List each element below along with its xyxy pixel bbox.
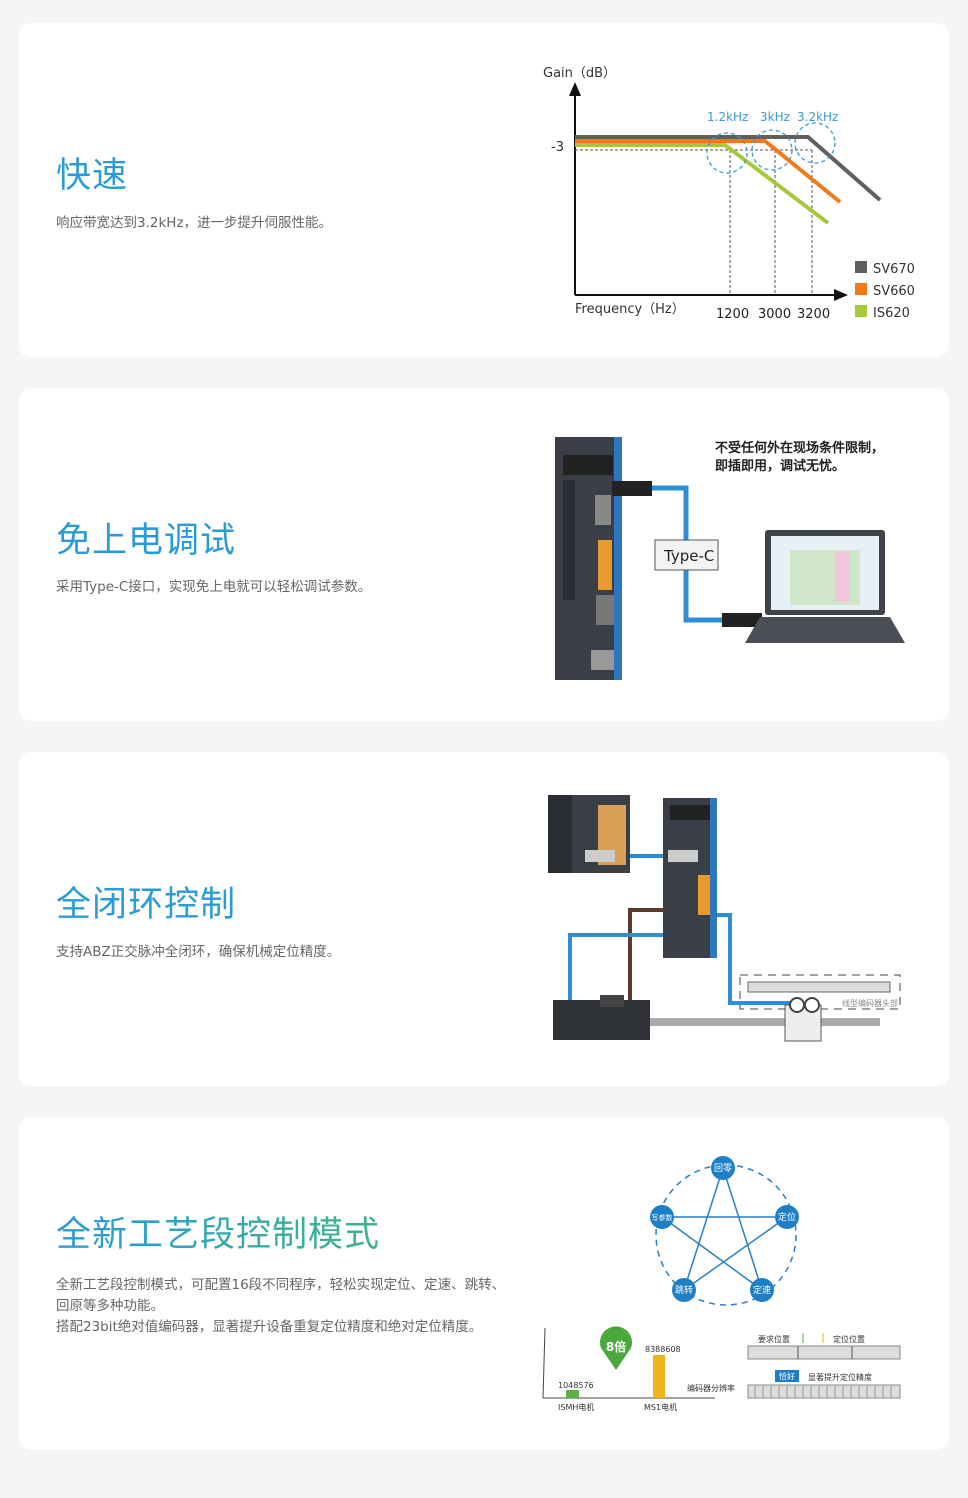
linear-encoder-cable <box>717 913 800 1005</box>
bar-ismh <box>566 1390 579 1398</box>
servo-drive-image <box>555 437 622 680</box>
feature-card-debug: 免上电调试 采用Type-C接口，实现免上电就可以轻松调试参数。 Type-C … <box>19 388 949 721</box>
mode-write-param: 写参数 <box>652 1213 673 1222</box>
legend-label-is620: IS620 <box>873 306 910 321</box>
motor-image <box>553 995 880 1040</box>
bandwidth-chart: Gain（dB） -3 Frequency（Hz） 1.2kHz 3kHz 3.… <box>543 66 915 322</box>
svg-text:恰好: 恰好 <box>779 1371 795 1381</box>
feature-card-closed-loop: 全闭环控制 支持ABZ正交脉冲全闭环，确保机械定位精度。 线型编码器头部 <box>19 752 949 1086</box>
axis-label: 编码器分辨率 <box>687 1383 735 1393</box>
callout-1.2khz: 1.2kHz <box>707 110 748 124</box>
feature-title: 免上电调试 <box>56 521 237 561</box>
bar-ms1 <box>653 1355 665 1398</box>
cable-label: Type-C <box>663 547 714 565</box>
x-axis-label: Frequency（Hz） <box>575 302 685 317</box>
process-mode-illustration: 回零 定位 定速 跳转 写参数 1048576 8388608 ISMH电机 M… <box>542 1156 901 1412</box>
encoder-cable <box>568 933 663 1000</box>
x-tick-3000: 3000 <box>758 307 791 322</box>
y-tick-label: -3 <box>551 140 564 155</box>
legend-label-sv660: SV660 <box>873 284 915 299</box>
mode-jump: 跳转 <box>675 1284 693 1296</box>
precision-diagram: 要求位置 定位位置 恰好 显著提升定位精度 <box>747 1333 901 1399</box>
y-axis-arrow <box>569 82 581 96</box>
servo-drive-image <box>663 798 717 958</box>
svg-text:定位位置: 定位位置 <box>833 1334 865 1344</box>
axes <box>574 90 840 296</box>
bar-label-ismh: ISMH电机 <box>558 1402 594 1412</box>
x-axis-arrow <box>834 289 848 301</box>
badge-8x <box>600 1326 633 1370</box>
feature-title: 全新工艺段控制模式 <box>56 1206 380 1257</box>
feature-description: 全新工艺段控制模式，可配置16段不同程序，轻松实现定位、定速、跳转、回原等多种功… <box>56 1275 511 1338</box>
svg-text:要求位置: 要求位置 <box>758 1334 790 1344</box>
svg-text:8倍: 8倍 <box>606 1339 626 1354</box>
x-tick-3200: 3200 <box>797 307 830 322</box>
note-line-2: 即插即用，调试无忧。 <box>715 458 845 474</box>
bar-label-ms1: MS1电机 <box>644 1402 677 1412</box>
y-axis-label: Gain（dB） <box>543 66 616 81</box>
resolution-bar-chart: 1048576 8388608 ISMH电机 MS1电机 8倍 编码器分辨率 <box>542 1326 735 1412</box>
series-sv660 <box>575 139 842 204</box>
series-is620 <box>575 143 830 225</box>
note-line-1: 不受任何外在现场条件限制， <box>715 440 884 456</box>
feature-description: 采用Type-C接口，实现免上电就可以轻松调试参数。 <box>56 579 372 595</box>
feature-description: 响应带宽达到3.2kHz，进一步提升伺服性能。 <box>56 215 333 231</box>
bar-value-ismh: 1048576 <box>558 1381 594 1390</box>
bar-value-ms1: 8388608 <box>645 1345 681 1354</box>
x-tick-1200: 1200 <box>716 307 749 322</box>
legend-label-sv670: SV670 <box>873 262 915 277</box>
cable-label-box <box>654 539 719 571</box>
legend: SV670 SV660 IS620 <box>855 261 915 321</box>
closed-loop-illustration: 线型编码器头部 <box>548 795 901 1042</box>
mode-position: 定位 <box>778 1211 796 1223</box>
legend-swatch-sv670 <box>855 261 867 273</box>
type-c-illustration: Type-C 不受任何外在现场条件限制， 即插即用，调试无忧。 <box>555 437 905 680</box>
feature-card-process-mode: 全新工艺段控制模式 全新工艺段控制模式，可配置16段不同程序，轻松实现定位、定速… <box>19 1117 949 1450</box>
laptop-image <box>745 530 905 643</box>
legend-swatch-sv660 <box>855 283 867 295</box>
series-sv670 <box>575 135 882 202</box>
feature-title: 全闭环控制 <box>56 885 237 925</box>
feature-title: 快速 <box>56 156 129 196</box>
description-line-2: 搭配23bit绝对值编码器，显著提升设备重复定位精度和绝对定位精度。 <box>56 1319 483 1335</box>
motor-cable <box>628 908 665 1000</box>
mode-speed: 定速 <box>753 1284 771 1296</box>
description-line-1: 全新工艺段控制模式，可配置16段不同程序，轻松实现定位、定速、跳转、回原等多种功… <box>56 1277 506 1314</box>
legend-swatch-is620 <box>855 305 867 317</box>
svg-text:显著提升定位精度: 显著提升定位精度 <box>808 1372 872 1382</box>
encoder-label: 线型编码器头部 <box>842 998 898 1008</box>
feature-description: 支持ABZ正交脉冲全闭环，确保机械定位精度。 <box>56 944 341 960</box>
mode-home: 回零 <box>714 1163 732 1174</box>
callout-3.2khz: 3.2kHz <box>797 110 838 124</box>
feature-card-fast: 快速 响应带宽达到3.2kHz，进一步提升伺服性能。 Gain（dB） -3 F… <box>19 23 949 357</box>
callout-3khz: 3kHz <box>760 110 790 124</box>
